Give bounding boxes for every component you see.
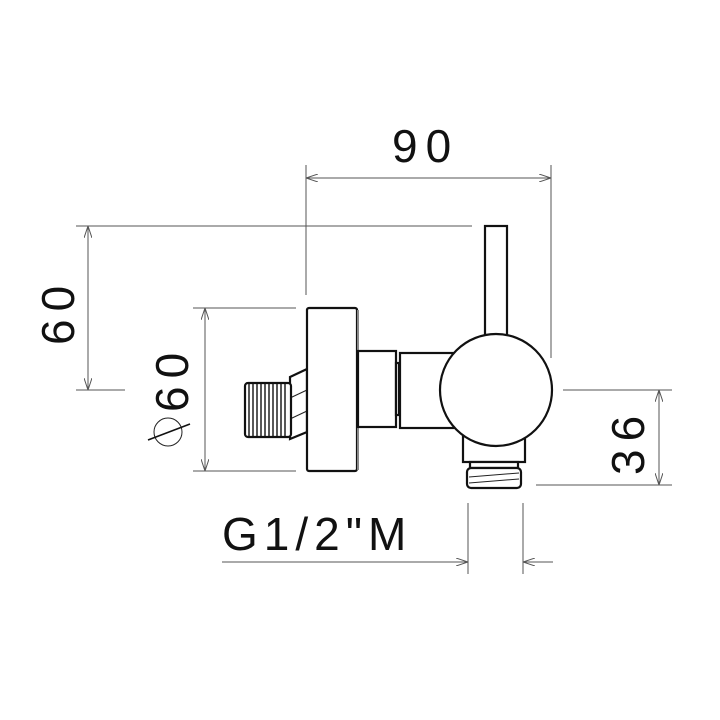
- outlet-thread: [465, 460, 523, 490]
- dimension-overall-width: 90: [305, 120, 552, 358]
- wall-flange: [305, 306, 359, 473]
- dimension-label-diameter-60: 60: [146, 345, 198, 412]
- dimension-overall-height: 60: [32, 225, 472, 391]
- valve-body-ball: [438, 332, 554, 448]
- dimension-label-90: 90: [392, 120, 459, 172]
- dimension-flange-diameter: 60: [146, 307, 296, 472]
- diameter-symbol-icon: [147, 417, 191, 447]
- dimension-thread-spec: G1/2"M: [222, 503, 553, 574]
- dimension-label-36: 36: [602, 408, 654, 475]
- dimension-label-thread: G1/2"M: [222, 508, 412, 560]
- dimension-label-60: 60: [32, 278, 84, 345]
- lever-handle: [483, 224, 509, 340]
- threaded-inlet: [243, 367, 309, 441]
- body-section-1: [356, 349, 398, 429]
- dimension-outlet-height: 36: [536, 389, 672, 486]
